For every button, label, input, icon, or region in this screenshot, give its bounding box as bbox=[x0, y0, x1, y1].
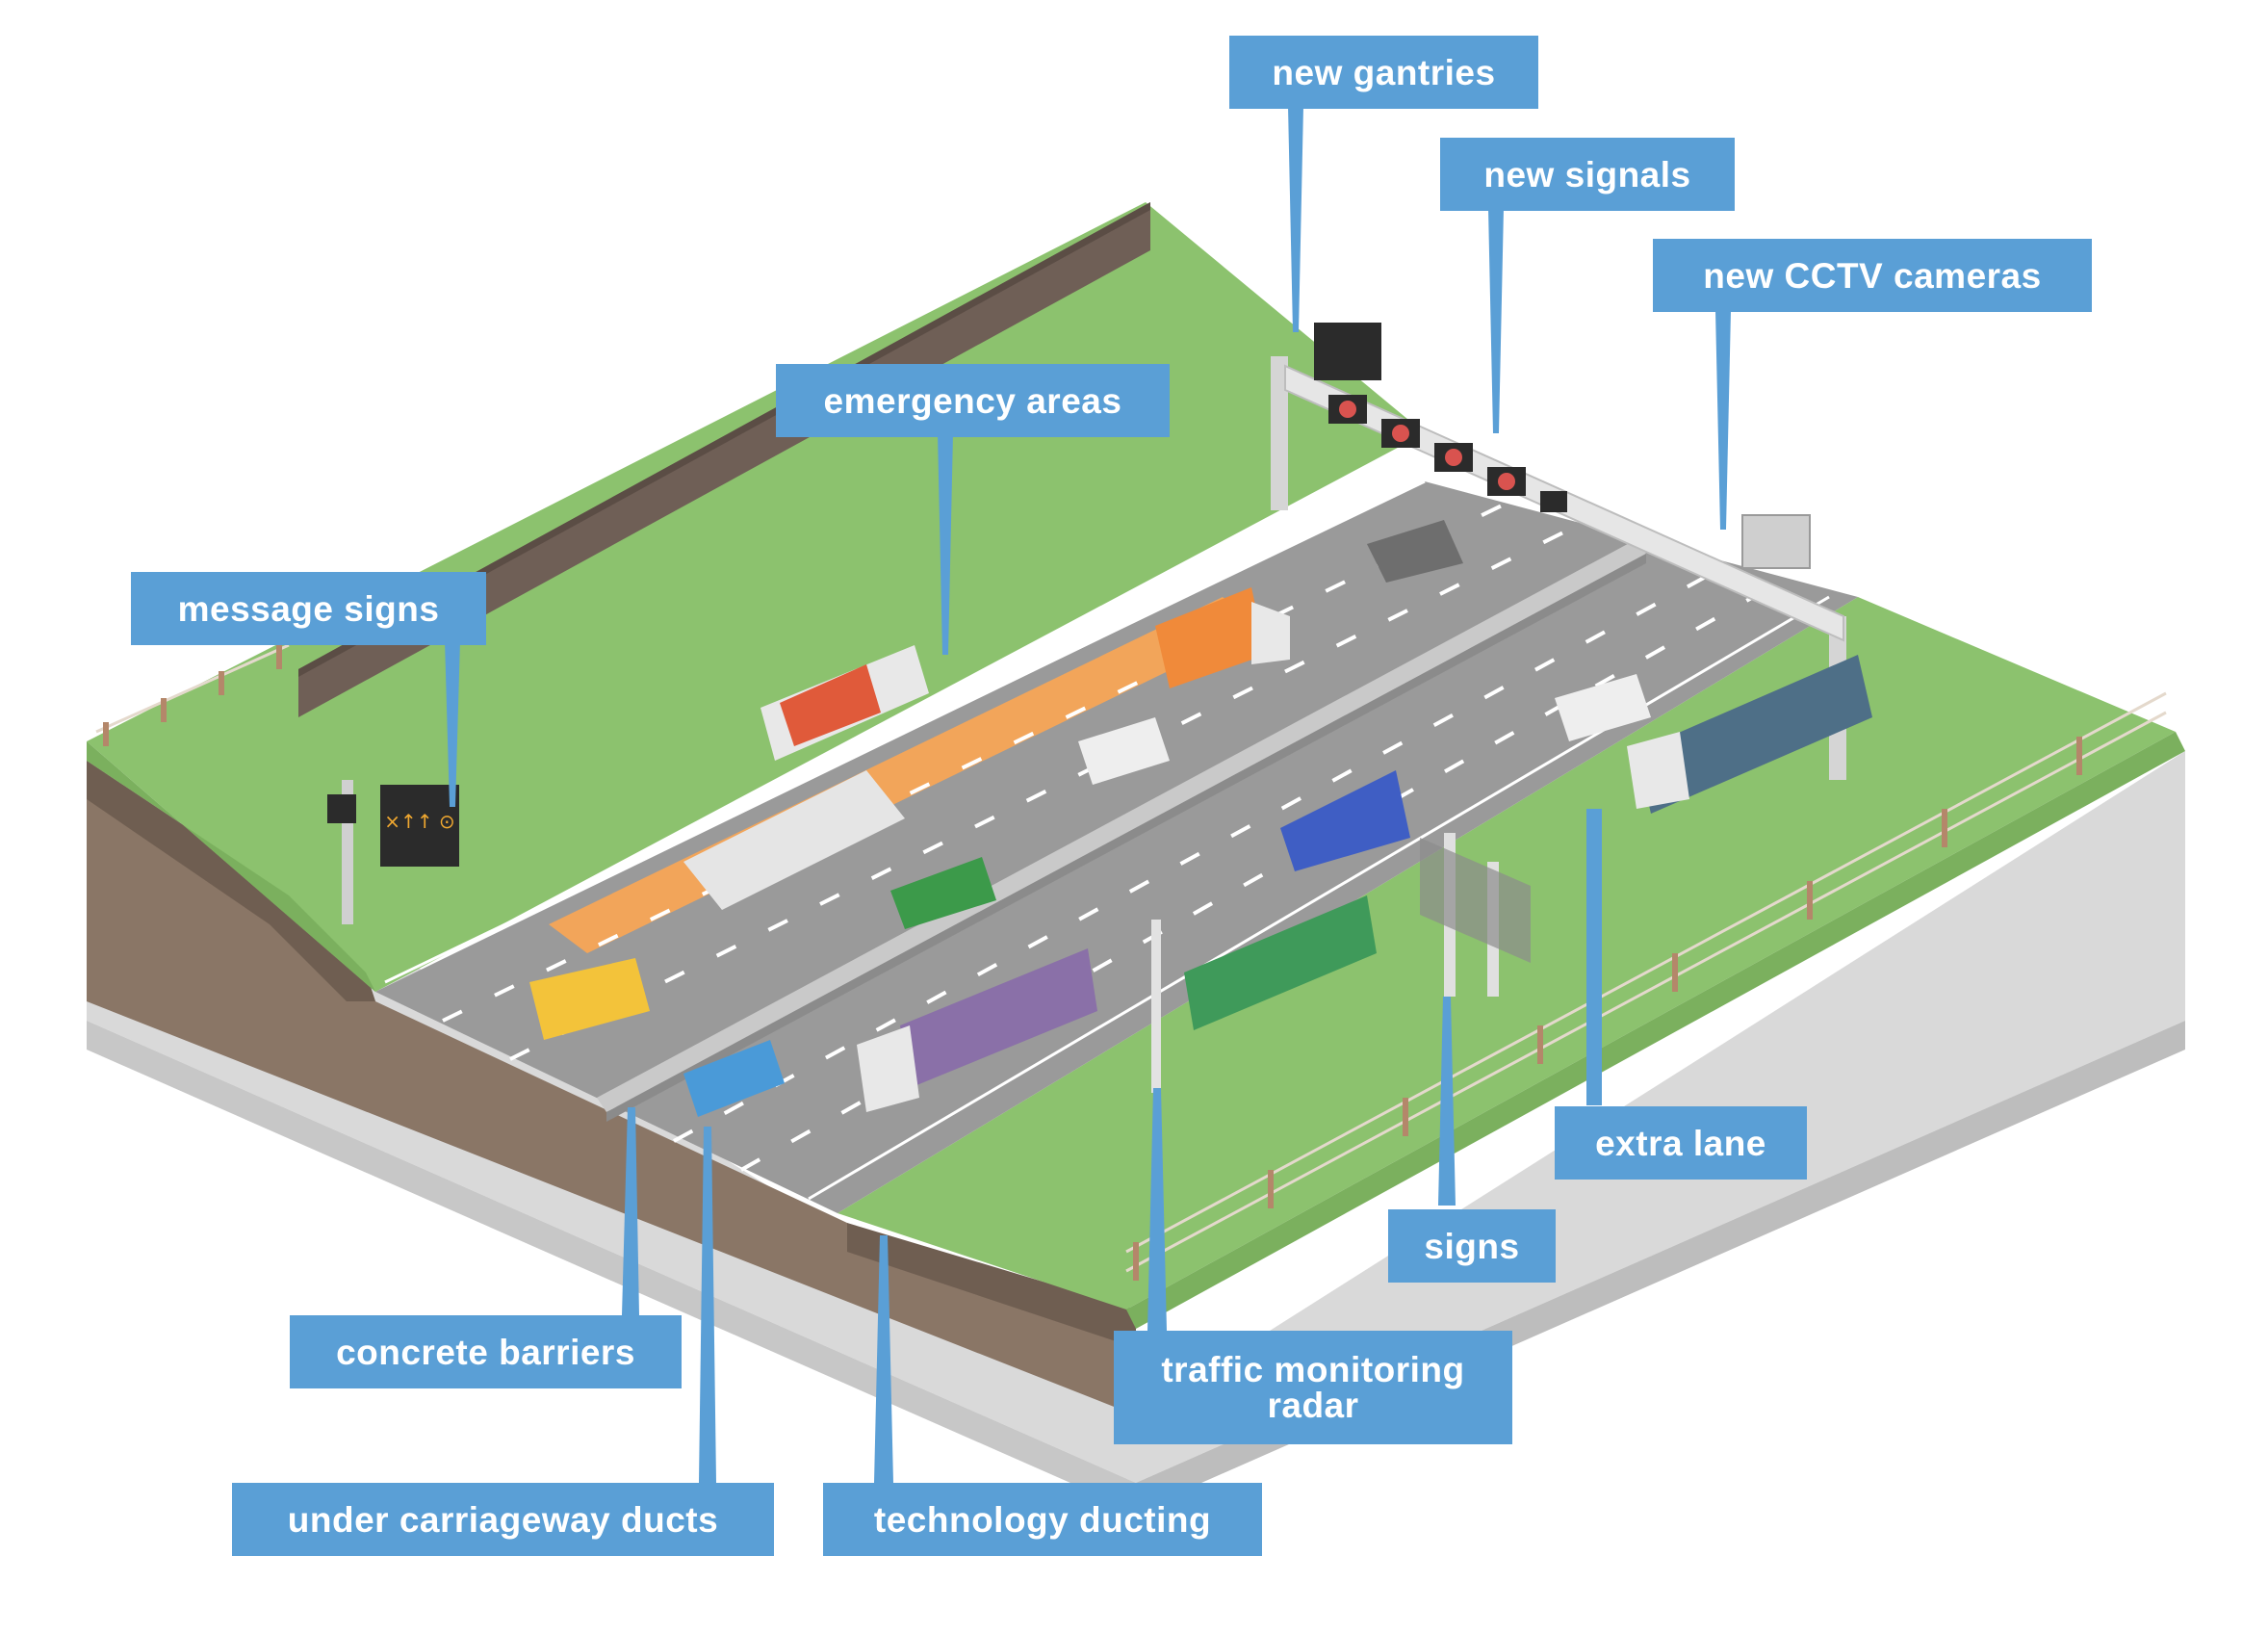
label-under-carriageway-ducts: under carriageway ducts bbox=[232, 1483, 774, 1556]
leader-lines bbox=[445, 106, 1731, 1483]
leader-extra-lane bbox=[1586, 809, 1602, 1105]
carriageway bbox=[375, 480, 1858, 1213]
label-traffic-monitoring-radar: traffic monitoring radar bbox=[1114, 1331, 1512, 1444]
message-sign: ×↑↑ ⊙ bbox=[327, 780, 459, 924]
leader-new-cctv-cameras bbox=[1715, 310, 1731, 530]
label-concrete-barriers: concrete barriers bbox=[290, 1315, 682, 1388]
noise-barrier-wall bbox=[298, 202, 1150, 717]
label-new-cctv-cameras: new CCTV cameras bbox=[1653, 239, 2092, 312]
label-traffic-monitoring-radar-line1: traffic monitoring bbox=[1161, 1350, 1465, 1389]
radar-pole bbox=[1151, 920, 1161, 1093]
label-emergency-areas: emergency areas bbox=[776, 364, 1170, 437]
earth-cross-section bbox=[87, 761, 1136, 1415]
roadside-fence bbox=[1125, 691, 2167, 1281]
leader-traffic-monitoring-radar bbox=[1147, 1088, 1167, 1331]
label-technology-ducting: technology ducting bbox=[823, 1483, 1262, 1556]
gantry bbox=[1271, 323, 1846, 780]
leader-under-carriageway-ducts bbox=[699, 1127, 716, 1483]
label-traffic-monitoring-radar-line2: radar bbox=[1267, 1386, 1359, 1425]
vehicles bbox=[529, 520, 1872, 1117]
svg-text:×↑↑ ⊙: ×↑↑ ⊙ bbox=[384, 810, 454, 833]
leader-technology-ducting bbox=[874, 1235, 893, 1483]
leader-message-signs bbox=[445, 640, 460, 807]
label-extra-lane: extra lane bbox=[1555, 1106, 1807, 1180]
leader-concrete-barriers bbox=[622, 1107, 639, 1315]
label-message-signs: message signs bbox=[131, 572, 486, 645]
leader-emergency-areas bbox=[938, 433, 953, 655]
leader-signs bbox=[1438, 997, 1456, 1206]
label-signs: signs bbox=[1388, 1209, 1556, 1283]
label-new-gantries: new gantries bbox=[1229, 36, 1538, 109]
leader-new-signals bbox=[1488, 208, 1504, 433]
road-signs bbox=[1420, 833, 1531, 997]
leader-new-gantries bbox=[1288, 106, 1303, 332]
label-new-signals: new signals bbox=[1440, 138, 1735, 211]
embankment-fence bbox=[95, 643, 290, 746]
